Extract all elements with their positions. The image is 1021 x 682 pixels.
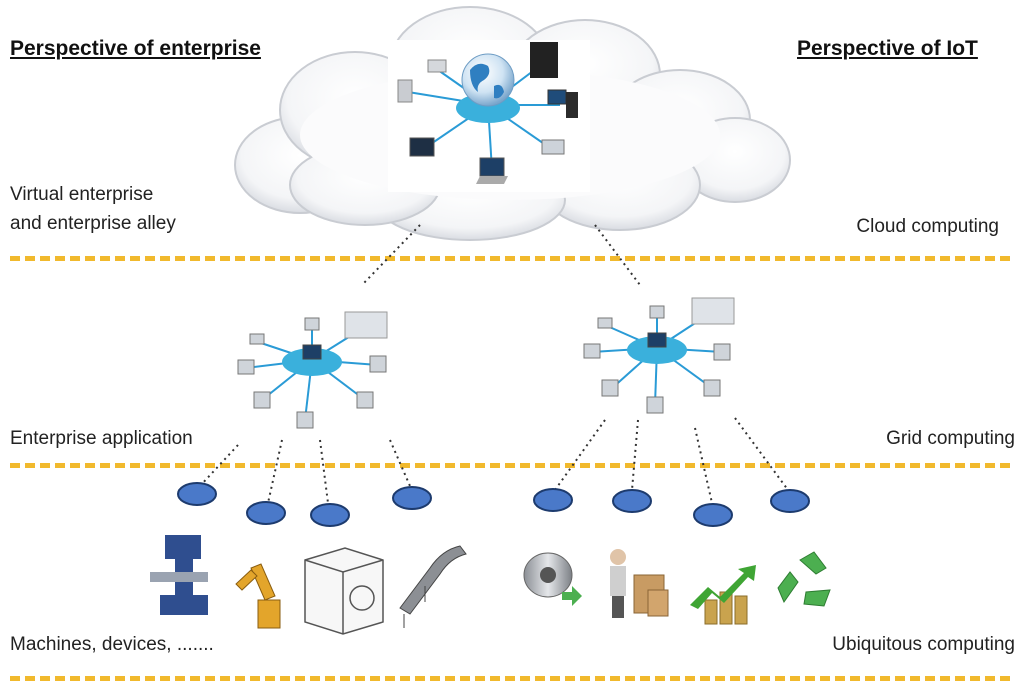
3d-printer-icon: [304, 547, 384, 635]
warehouse-worker-icon: [610, 549, 669, 618]
device-node: [246, 501, 286, 525]
device-node: [693, 503, 733, 527]
virtual-enterprise-line-1: Virtual enterprise: [10, 184, 154, 205]
recycle-icon: [777, 551, 831, 607]
conveyor-icon: [399, 545, 467, 628]
grid-layer-separator: [10, 463, 1010, 468]
computer-network-icon: [583, 297, 735, 414]
ubiquitous-layer-separator: [10, 676, 1010, 681]
enterprise-application-label: Enterprise application: [10, 428, 193, 449]
steel-coil-icon: [523, 552, 582, 606]
device-node: [612, 489, 652, 513]
cloud-grid-connectors: [361, 224, 641, 286]
robot-arm-icon: [235, 563, 281, 629]
globe-network-icon: [388, 40, 590, 192]
device-node: [310, 503, 350, 527]
grid-computing-label: Grid computing: [886, 428, 1015, 449]
milling-machine-icon: [150, 535, 208, 615]
growth-chart-icon: [690, 565, 756, 625]
virtual-enterprise-line-2: and enterprise alley: [10, 213, 176, 235]
grid-node-connectors: [199, 417, 789, 504]
cloud-layer-separator: [10, 256, 1010, 261]
cloud-computing-label: Cloud computing: [856, 216, 999, 237]
computer-network-icon: [237, 311, 388, 429]
device-node: [770, 489, 810, 513]
device-node: [533, 488, 573, 512]
virtual-enterprise-label: Virtual enterprise and enterprise alley: [10, 180, 176, 239]
device-node: [177, 482, 217, 506]
ubiquitous-computing-label: Ubiquitous computing: [832, 634, 1015, 655]
device-node: [392, 486, 432, 510]
left-heading: Perspective of enterprise: [10, 37, 261, 60]
right-heading: Perspective of IoT: [797, 37, 978, 60]
machines-label: Machines, devices, .......: [10, 634, 214, 655]
